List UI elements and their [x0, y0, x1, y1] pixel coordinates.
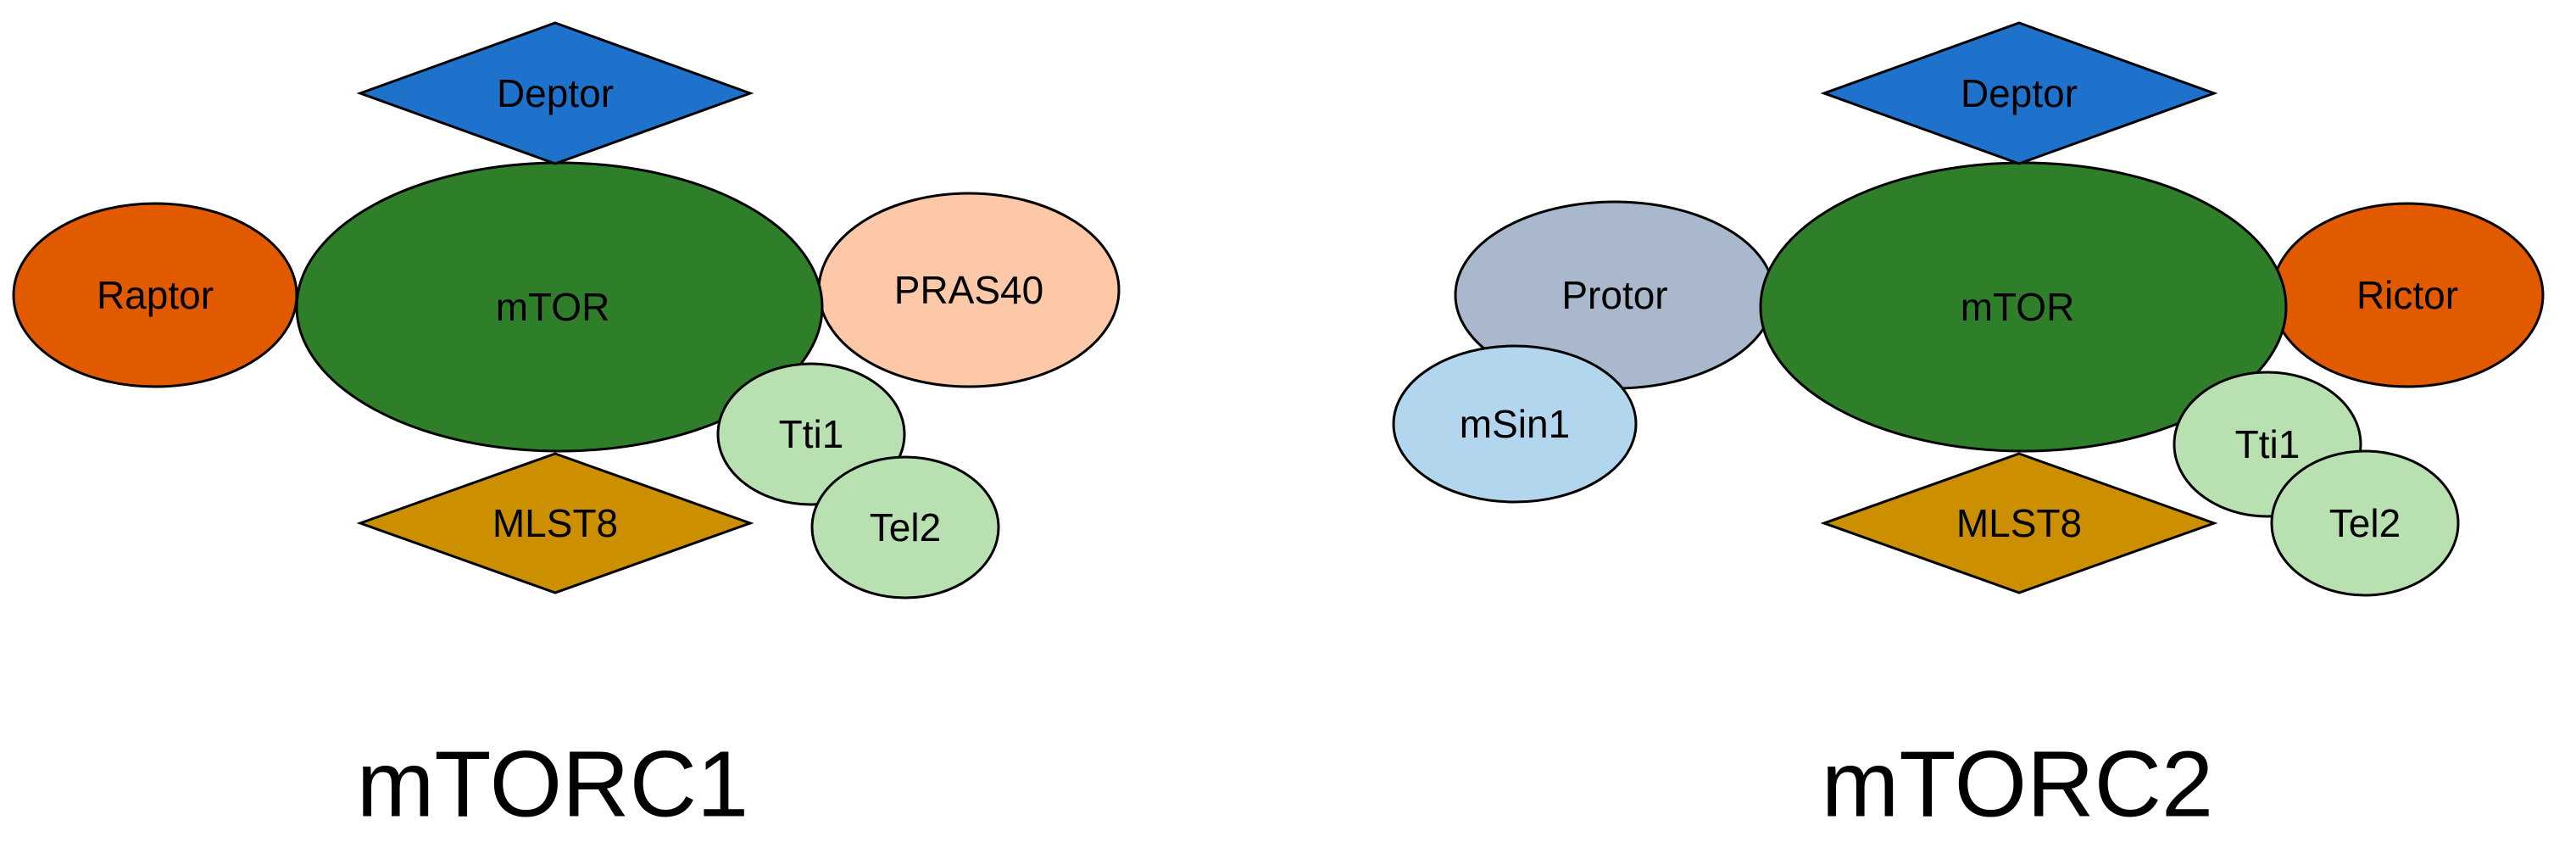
mtorc2-deptor-node: Deptor	[1820, 21, 2218, 165]
mtorc1-tel2-node: Tel2	[810, 455, 1000, 599]
mtorc1-deptor-label: Deptor	[497, 71, 614, 115]
mtorc2-deptor-label: Deptor	[1961, 71, 2078, 115]
mtorc1-mlst8-label: MLST8	[492, 501, 618, 545]
mtorc1-tel2-label: Tel2	[870, 505, 941, 549]
mtorc2-tel2-label: Tel2	[2329, 501, 2401, 545]
mtorc2-msin1-label: mSin1	[1460, 402, 1570, 446]
mtorc1-pras40-node: PRAS40	[817, 192, 1121, 388]
mtorc2-rictor-label: Rictor	[2356, 273, 2458, 317]
mtorc2-mlst8-shape	[1820, 452, 2218, 594]
mtorc2-complex: Protor mSin1 Rictor mTOR Deptor MLST8	[1392, 21, 2545, 837]
mtorc1-mlst8-shape	[356, 452, 754, 594]
mtorc2-tel2-shape	[2270, 449, 2460, 597]
mtorc2-title: mTORC2	[1822, 733, 2213, 837]
mtorc1-tti1-label: Tti1	[779, 412, 844, 456]
mtorc2-tel2-node: Tel2	[2270, 449, 2460, 597]
mtorc2-mlst8-label: MLST8	[1956, 501, 2082, 545]
mtorc2-mlst8-node: MLST8	[1820, 452, 2218, 594]
mtorc1-deptor-shape	[356, 21, 754, 165]
mtorc1-deptor-node: Deptor	[356, 21, 754, 165]
mtorc1-mlst8-node: MLST8	[356, 452, 754, 594]
mtorc2-protor-label: Protor	[1561, 273, 1667, 317]
mtorc1-raptor-node: Raptor	[12, 202, 298, 388]
mtorc2-protor-node: Protor	[1454, 200, 1776, 390]
mtorc2-deptor-shape	[1820, 21, 2218, 165]
mtorc2-msin1-shape	[1392, 344, 1638, 504]
mtorc2-msin1-node: mSin1	[1392, 344, 1638, 504]
mtorc1-tel2-shape	[810, 455, 1000, 599]
mtorc1-title: mTORC1	[357, 733, 748, 837]
mtorc2-tti1-label: Tti1	[2235, 422, 2301, 466]
mtorc1-complex: Raptor PRAS40 mTOR Deptor MLST8 Tti1	[12, 21, 1121, 837]
mtorc1-raptor-label: Raptor	[97, 273, 214, 317]
mtorc1-mtor-label: mTOR	[496, 285, 610, 329]
mtorc1-pras40-label: PRAS40	[894, 268, 1043, 312]
mtorc2-mtor-label: mTOR	[1961, 285, 2075, 329]
mtorc2-rictor-node: Rictor	[2270, 202, 2545, 388]
